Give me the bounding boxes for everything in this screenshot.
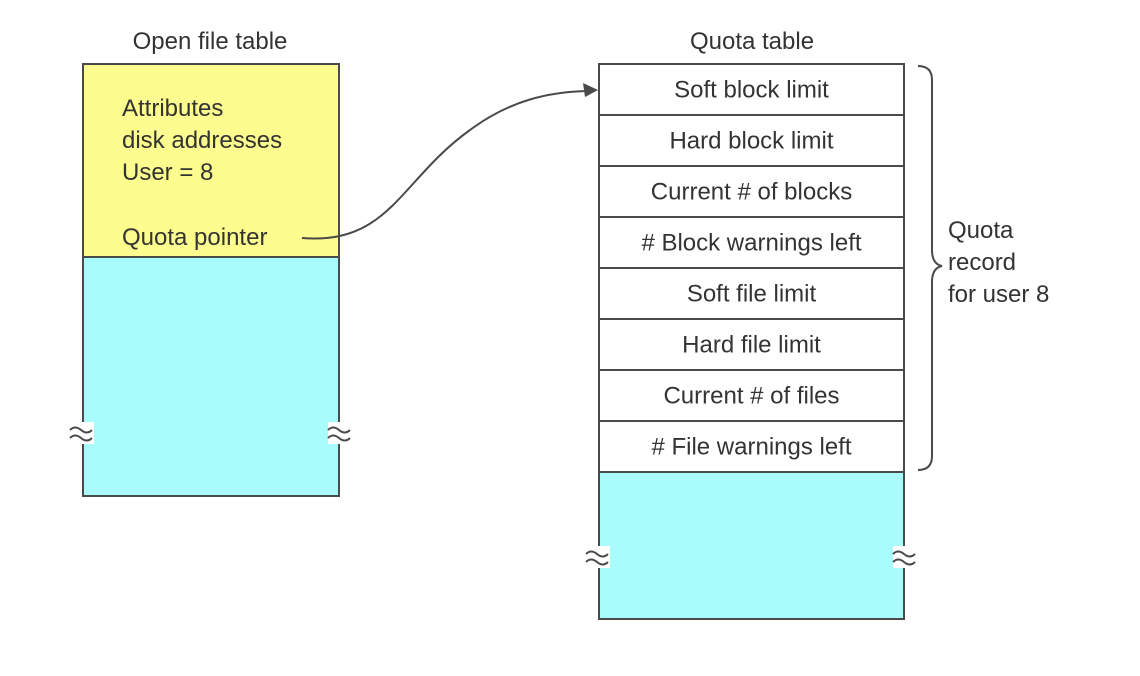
quota-row: Current # of blocks <box>598 165 905 218</box>
quota-row: Hard block limit <box>598 114 905 167</box>
open-file-table-title: Open file table <box>133 28 288 55</box>
quota-row-label: # File warnings left <box>651 434 851 461</box>
entry-disk-addresses-text: disk addresses <box>122 127 282 154</box>
quota-row-label: # Block warnings left <box>641 230 861 257</box>
quota-row-label: Hard block limit <box>669 128 833 155</box>
entry-user-text: User = 8 <box>122 159 213 186</box>
entry-attributes-text: Attributes <box>122 95 223 122</box>
quota-table-empty-region <box>598 471 905 620</box>
quota-pointer-arrow <box>301 83 598 240</box>
quota-record-brace <box>917 65 943 471</box>
quota-row: Soft block limit <box>598 63 905 116</box>
quota-row-label: Current # of files <box>663 383 839 410</box>
open-file-table-empty-region <box>82 256 340 497</box>
quota-row-cell <box>598 369 905 422</box>
brace-label-line-1: Quota <box>948 217 1014 244</box>
quota-table-title: Quota table <box>690 28 814 55</box>
quota-row: # Block warnings left <box>598 216 905 269</box>
quota-row-label: Soft block limit <box>674 77 829 104</box>
quota-row-cell <box>598 114 905 167</box>
quota-row-cell <box>598 318 905 371</box>
brace-label-line-2: record <box>948 249 1016 276</box>
quota-row-cell <box>598 267 905 320</box>
open-file-table-break-mark-right <box>327 422 351 444</box>
quota-row: Hard file limit <box>598 318 905 371</box>
quota-row-cell <box>598 216 905 269</box>
quota-row: # File warnings left <box>598 420 905 473</box>
quota-table-break-mark-left <box>585 546 610 568</box>
quota-row-label: Soft file limit <box>687 281 817 308</box>
quota-row-label: Hard file limit <box>682 332 821 359</box>
quota-row-label: Current # of blocks <box>651 179 852 206</box>
quota-row: Current # of files <box>598 369 905 422</box>
open-file-entry <box>82 63 340 258</box>
quota-row-cell <box>598 420 905 473</box>
quota-table-break-mark-right <box>892 546 916 568</box>
brace-label-line-3: for user 8 <box>948 281 1049 308</box>
quota-row: Soft file limit <box>598 267 905 320</box>
quota-pointer-label: Quota pointer <box>122 224 267 251</box>
open-file-table: Open file table Attributes disk addresse… <box>69 28 351 497</box>
quota-record-label: Quota record for user 8 <box>948 217 1049 308</box>
quota-row-cell <box>598 165 905 218</box>
open-file-table-break-mark-left <box>69 422 94 444</box>
